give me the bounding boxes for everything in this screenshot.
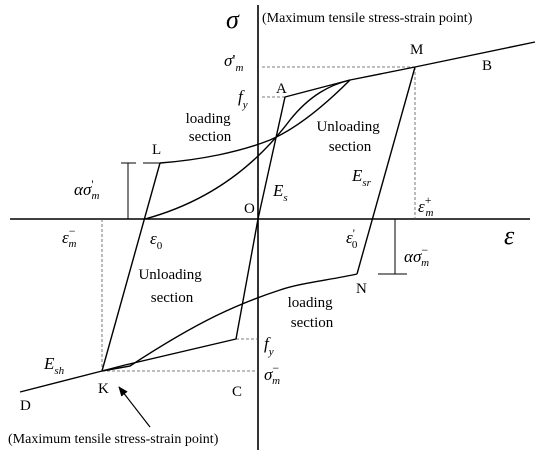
point-a: A	[276, 81, 287, 97]
sigma-m-prime-label: σ'm	[224, 51, 243, 74]
eps-0-left-label: ε0	[150, 229, 163, 252]
alpha-markers	[121, 162, 407, 275]
dashed-guides	[101, 66, 416, 372]
unloading-k-to-l	[101, 162, 161, 372]
sigma-axis-label: σ	[226, 5, 240, 34]
bottom-annotation: (Maximum tensile stress-strain point)	[8, 432, 219, 447]
fy-upper-label: fy	[238, 87, 248, 111]
unloading-section-lower: Unloading section	[138, 267, 205, 306]
alpha-sigma-m-prime-label: ασ'm	[74, 177, 100, 202]
loading-section-lower: loading section	[288, 295, 337, 331]
alpha-sigma-m-minus-label: ασ−m	[404, 243, 429, 269]
annotation-arrow	[118, 386, 151, 428]
point-c: C	[232, 384, 242, 400]
point-b: B	[482, 58, 492, 74]
eps-0-right-label: ε'0	[346, 226, 358, 251]
skeleton-lower	[19, 218, 259, 393]
reload-to-a	[144, 79, 351, 220]
curve-l-segment	[159, 79, 351, 164]
sigma-m-minus-label: σ−m	[264, 361, 280, 387]
unloading-m-to-n	[356, 66, 416, 275]
point-n: N	[356, 281, 367, 297]
point-k: K	[98, 381, 109, 397]
hysteresis-curves	[19, 41, 536, 393]
point-l: L	[152, 142, 161, 158]
reloading-n-to-k	[101, 273, 358, 372]
eps-m-plus-label: ε+m	[418, 193, 433, 219]
eps-m-minus-label: ε−m	[62, 224, 76, 250]
origin-label: O	[244, 201, 255, 217]
point-d: D	[20, 398, 31, 414]
point-m: M	[410, 42, 423, 58]
loading-section-upper: loading section	[186, 111, 235, 145]
e-s-label: Es	[272, 181, 288, 204]
fy-lower-label: fy	[264, 334, 274, 358]
unloading-section-upper: Unloading section	[316, 119, 383, 155]
e-sr-label: Esr	[351, 166, 372, 189]
epsilon-axis-label: ε	[504, 221, 515, 250]
e-sh-label: Esh	[43, 354, 65, 377]
top-annotation: (Maximum tensile stress-strain point)	[262, 11, 473, 26]
